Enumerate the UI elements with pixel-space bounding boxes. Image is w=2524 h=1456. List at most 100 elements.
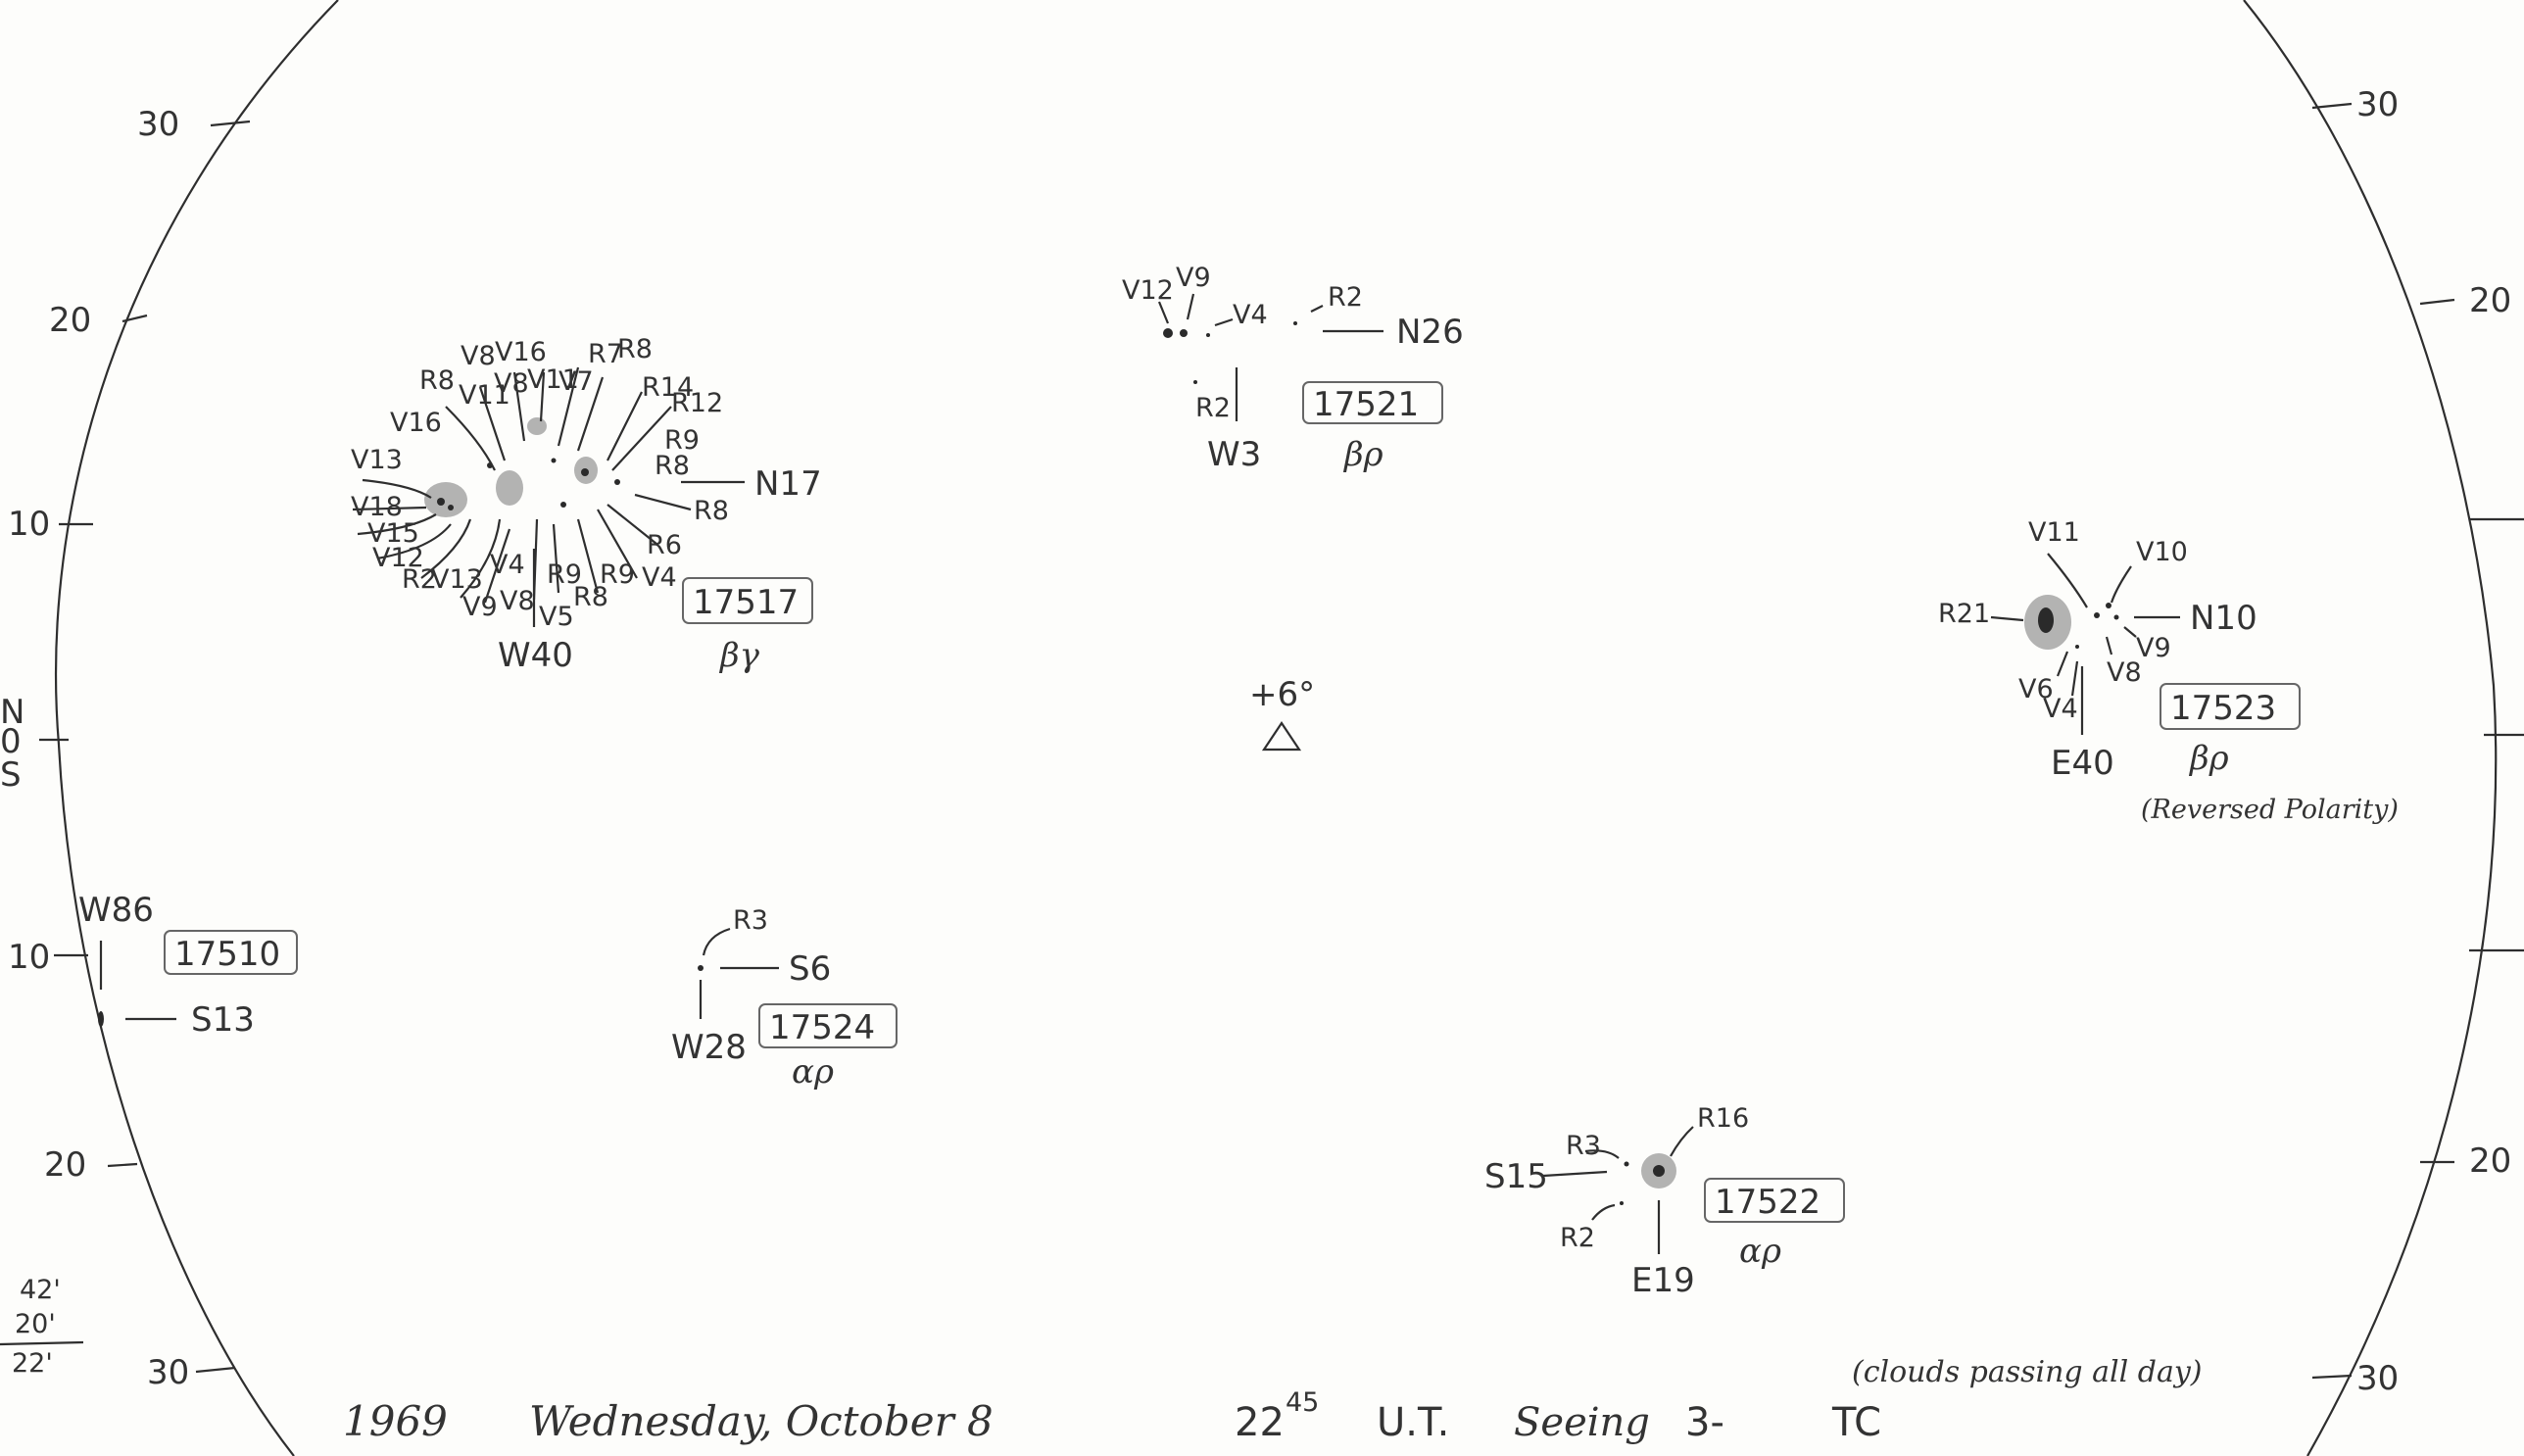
spot-label: R8 [617, 334, 653, 364]
right-latitude-scale: 30 20 20 30 [2311, 85, 2524, 1398]
tick-right-30-north: 30 [2356, 85, 2399, 124]
spot-label: V9 [1176, 263, 1211, 293]
footer-seeing-value: 3- [1685, 1400, 1724, 1445]
tick-left-30-north: 30 [137, 105, 179, 144]
region-17517-latitude: N17 [754, 464, 822, 504]
spot-label: V12 [1122, 275, 1174, 306]
region-17523-class: βρ [2188, 739, 2229, 778]
region-17517-class: βγ [718, 636, 760, 675]
footer-weather-note: (clouds passing all day) [1852, 1355, 2203, 1389]
region-17522-class: αρ [1739, 1232, 1781, 1271]
region-17522-number: 17522 [1715, 1183, 1820, 1222]
spot-label: V5 [539, 602, 574, 632]
spot-label: V8 [461, 341, 496, 371]
region-17517-longitude: W40 [498, 636, 573, 675]
region-17521: V12 V9 V4 R2 R2 N26 W3 17521 βρ [1122, 263, 1464, 474]
region-17521-class: βρ [1342, 435, 1383, 474]
region-17517: R8 V8 V16 R7 R8 V11 V8 V11 V7 R14 R12 V1… [351, 334, 822, 675]
spot-label: V15 [367, 518, 419, 549]
region-17522-longitude: E19 [1631, 1261, 1695, 1300]
spot-label: R8 [655, 451, 690, 481]
left-latitude-scale: 30 20 10 0 N S 10 20 30 [0, 105, 251, 1392]
region-17524-class: αρ [792, 1052, 834, 1092]
region-17510-latitude: S13 [191, 1000, 255, 1040]
spot-label: V4 [1233, 300, 1268, 330]
footer-time-hours: 22 [1235, 1400, 1285, 1445]
tick-left-equator: 0 [0, 722, 22, 761]
spot-label: V7 [558, 366, 594, 397]
spot-label: V11 [459, 380, 510, 411]
spot-label: V4 [642, 562, 677, 593]
footer-observer: TC [1831, 1400, 1881, 1445]
spot-label: V13 [431, 564, 483, 595]
region-17524-number: 17524 [769, 1008, 875, 1047]
spot-label: R3 [733, 905, 768, 936]
region-17510-number: 17510 [174, 935, 280, 974]
solar-limb-left [54, 0, 339, 1456]
spot-label: R8 [419, 365, 455, 396]
footer-year: 1969 [343, 1397, 448, 1445]
spot-label: R2 [1328, 282, 1363, 313]
tick-right-20-south: 20 [2469, 1141, 2511, 1181]
spot-label: R12 [671, 388, 723, 418]
footer-seeing-label: Seeing [1514, 1400, 1650, 1445]
spot-label: V13 [351, 445, 403, 475]
south-label: S [0, 755, 22, 795]
spot-label: V8 [500, 586, 535, 616]
spot-label: R6 [647, 530, 682, 560]
region-17523: V11 V10 R21 V9 V8 V6 V4 N10 E40 17523 βρ… [1938, 517, 2399, 825]
tick-left-30-south: 30 [147, 1353, 189, 1392]
spot-label: R3 [1566, 1131, 1601, 1161]
spot-label: R9 [664, 425, 700, 456]
margin-note: 20' [15, 1309, 56, 1339]
spot-label: V8 [2107, 657, 2142, 688]
spot-label: V8 [494, 368, 529, 399]
observation-footer: 1969 Wednesday, October 8 22 45 U.T. See… [343, 1355, 2203, 1445]
region-17521-latitude: N26 [1396, 313, 1464, 352]
spot-label: V9 [2136, 633, 2171, 663]
solar-limb-right [2243, 0, 2498, 1456]
region-17524: R3 S6 W28 17524 αρ [671, 905, 898, 1092]
footer-time-label: U.T. [1377, 1400, 1449, 1445]
footer-time-minutes: 45 [1286, 1387, 1319, 1418]
center-triangle-icon [1261, 721, 1302, 752]
region-17521-number: 17521 [1313, 385, 1419, 424]
region-17510: W86 S13 17510 [78, 891, 298, 1040]
spot-label: V16 [390, 408, 442, 438]
region-17521-longitude: W3 [1207, 435, 1261, 474]
spot-label: R8 [694, 496, 729, 526]
tick-right-20-north: 20 [2469, 281, 2511, 320]
spot-label: R2 [402, 564, 437, 595]
spot-label: R9 [547, 559, 582, 590]
margin-note: 22' [12, 1348, 53, 1379]
region-17523-note: (Reversed Polarity) [2141, 795, 2399, 825]
spot-label: V10 [2136, 537, 2188, 567]
region-17523-number: 17523 [2170, 689, 2276, 728]
spot-label: V9 [462, 592, 498, 622]
center-latitude-label: +6° [1249, 675, 1315, 714]
region-17524-latitude: S6 [789, 949, 831, 989]
north-label: N [0, 693, 24, 732]
spot-label: R2 [1195, 393, 1231, 423]
footer-date: Wednesday, October 8 [529, 1397, 994, 1445]
spot-label: R8 [573, 582, 608, 612]
spot-label: V16 [495, 337, 547, 367]
tick-left-10-north: 10 [8, 505, 50, 544]
region-17522: R3 R16 R2 S15 E19 17522 αρ [1484, 1103, 1845, 1300]
margin-note: 42' [20, 1275, 61, 1305]
tick-right-30-south: 30 [2356, 1359, 2399, 1398]
spot-label: V4 [490, 550, 525, 580]
spot-label: V6 [2018, 674, 2054, 704]
spot-label: V12 [372, 543, 424, 573]
region-17523-longitude: E40 [2051, 744, 2114, 783]
region-17517-number: 17517 [693, 583, 799, 622]
spot-label: R9 [600, 559, 635, 590]
spot-label: R14 [642, 372, 694, 403]
margin-notes: 42' 20' 22' [0, 1275, 84, 1379]
spot-label: R2 [1560, 1223, 1595, 1253]
region-17522-latitude: S15 [1484, 1157, 1548, 1196]
spot-label: V11 [2028, 517, 2080, 548]
spot-label: V11 [527, 364, 579, 395]
tick-left-20-north: 20 [49, 301, 91, 340]
